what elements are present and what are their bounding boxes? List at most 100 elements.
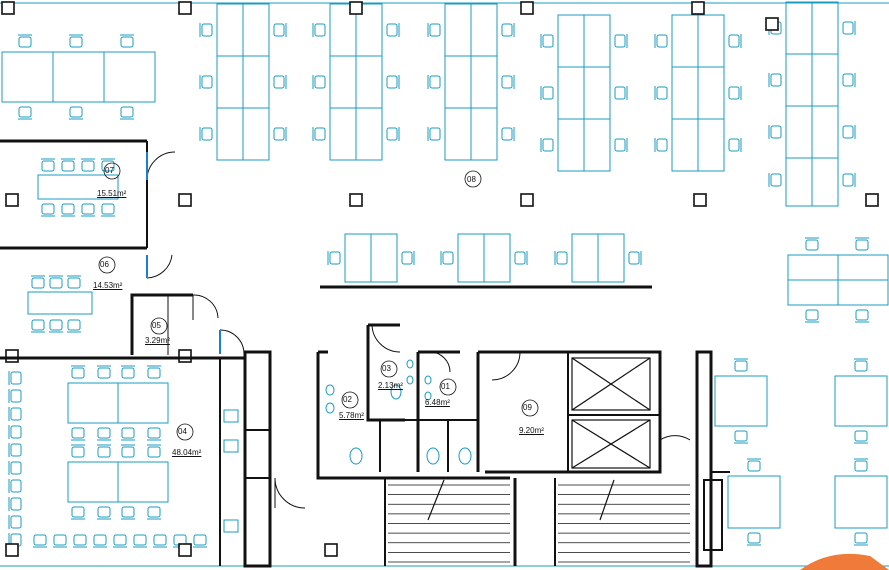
- chair: [768, 125, 782, 139]
- desk: [470, 3, 498, 57]
- chair: [147, 427, 161, 441]
- chair: [768, 173, 782, 187]
- chair: [540, 34, 554, 48]
- desk: [103, 51, 156, 103]
- desk: [583, 118, 611, 172]
- chair: [8, 515, 22, 529]
- desk: [242, 3, 270, 57]
- chair: [73, 534, 87, 548]
- chair: [654, 34, 668, 48]
- chair: [41, 203, 55, 217]
- chair: [120, 106, 134, 120]
- desk: [444, 3, 472, 57]
- elevator-shafts: [571, 357, 651, 469]
- desk: [787, 279, 839, 306]
- chair: [69, 34, 83, 48]
- structural-column: [178, 193, 192, 207]
- chair: [854, 430, 868, 444]
- desk: [571, 233, 599, 283]
- chair: [501, 75, 515, 89]
- desk: [785, 105, 813, 159]
- chair: [805, 309, 819, 323]
- room-label-09: 09: [523, 403, 532, 412]
- chair: [8, 461, 22, 475]
- meeting-table: [37, 174, 119, 200]
- chair: [728, 34, 742, 48]
- desk: [697, 66, 725, 120]
- chair: [854, 458, 868, 472]
- chair: [53, 534, 67, 548]
- structural-column: [765, 17, 779, 31]
- chair: [8, 443, 22, 457]
- chair: [440, 251, 454, 265]
- structural-column: [349, 193, 363, 207]
- room-label-03: 03: [382, 364, 391, 373]
- chair: [8, 425, 22, 439]
- room-label-02: 02: [343, 395, 352, 404]
- chair: [147, 506, 161, 520]
- chair: [540, 138, 554, 152]
- structural-column: [5, 543, 19, 557]
- chair: [855, 237, 869, 251]
- chair: [18, 34, 32, 48]
- chair: [121, 506, 135, 520]
- chair: [401, 251, 415, 265]
- room-label-01: 01: [441, 382, 450, 391]
- chair: [614, 34, 628, 48]
- desk: [1, 51, 54, 103]
- structural-column: [865, 193, 879, 207]
- desk: [811, 105, 839, 159]
- chair: [153, 534, 167, 548]
- desk: [483, 233, 511, 283]
- chair: [747, 532, 761, 546]
- chair: [628, 251, 642, 265]
- chair: [734, 358, 748, 372]
- desk: [671, 118, 699, 172]
- chair: [427, 75, 441, 89]
- desk: [355, 107, 383, 161]
- desk: [242, 55, 270, 109]
- structural-column: [178, 349, 192, 363]
- chair: [81, 158, 95, 172]
- desk: [355, 55, 383, 109]
- chair: [121, 365, 135, 379]
- accent-corner-shape: [800, 553, 889, 570]
- desk: [470, 107, 498, 161]
- chair: [654, 86, 668, 100]
- chair: [654, 138, 668, 152]
- desk: [370, 233, 398, 283]
- chair: [147, 365, 161, 379]
- chair: [33, 534, 47, 548]
- desk: [785, 1, 813, 55]
- chair: [514, 251, 528, 265]
- chair: [113, 534, 127, 548]
- chair: [842, 73, 856, 87]
- desk: [671, 66, 699, 120]
- chair: [41, 158, 55, 172]
- room-area-05: 3.29m²: [145, 336, 170, 345]
- desk: [457, 233, 485, 283]
- chair: [614, 138, 628, 152]
- chair: [273, 23, 287, 37]
- chair: [147, 444, 161, 458]
- desk: [117, 382, 169, 424]
- desk: [597, 233, 625, 283]
- chair: [312, 23, 326, 37]
- structural-column: [520, 1, 534, 15]
- structural-column: [693, 193, 707, 207]
- chair: [768, 73, 782, 87]
- desk: [557, 14, 585, 68]
- chair: [327, 251, 341, 265]
- chair: [854, 358, 868, 372]
- desk: [697, 14, 725, 68]
- chair: [8, 407, 22, 421]
- chair: [747, 458, 761, 472]
- chair: [81, 203, 95, 217]
- chair: [8, 497, 22, 511]
- structural-column: [5, 193, 19, 207]
- chair: [386, 127, 400, 141]
- room-label-05: 05: [152, 321, 161, 330]
- room-area-01: 6.48m²: [425, 398, 450, 407]
- chair: [540, 86, 554, 100]
